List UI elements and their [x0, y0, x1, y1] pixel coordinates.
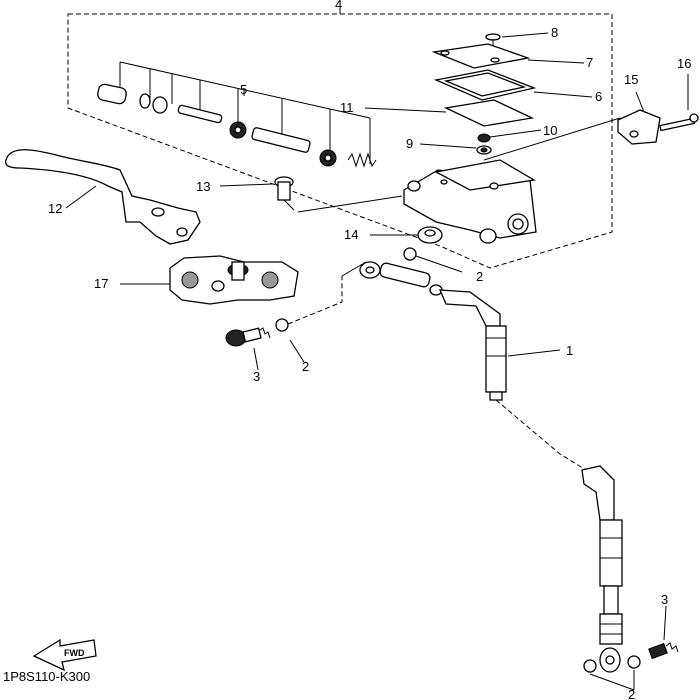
- switch-and-screw: [617, 74, 699, 145]
- clutch-lever: [4, 149, 201, 245]
- fwd-arrow: FWD: [32, 638, 97, 672]
- fwd-label: FWD: [64, 648, 85, 658]
- callout-3-lower: 3: [661, 592, 668, 607]
- callout-14: 14: [344, 227, 358, 242]
- pivot-bolt: [219, 176, 403, 213]
- callout-1: 1: [566, 343, 573, 358]
- callout-2-lower: 2: [628, 687, 635, 700]
- callout-9: 9: [406, 136, 413, 151]
- callout-8: 8: [551, 25, 558, 40]
- callout-3-left: 3: [253, 369, 260, 384]
- assembly-frame: [67, 13, 613, 269]
- callout-11: 11: [340, 100, 354, 115]
- frame-label: 4: [335, 0, 342, 12]
- left-banjo-bolt: [225, 276, 343, 371]
- callout-5: 5: [240, 82, 247, 97]
- callout-12: 12: [48, 201, 62, 216]
- reservoir-cap-parts: [364, 32, 593, 155]
- callout-2-upper: 2: [476, 269, 483, 284]
- callout-16: 16: [677, 56, 691, 71]
- piston-kit: [97, 61, 377, 168]
- collar: [370, 226, 497, 244]
- master-cylinder-body: [403, 117, 621, 239]
- callout-6: 6: [595, 89, 602, 104]
- callout-17: 17: [94, 276, 108, 291]
- callout-2-left: 2: [302, 359, 309, 374]
- lower-banjo-bolt: [583, 605, 679, 691]
- clutch-hose: [485, 325, 623, 673]
- callout-10: 10: [543, 123, 557, 138]
- drawing-code: 1P8S110-K300: [3, 669, 90, 684]
- callout-15: 15: [624, 72, 638, 87]
- upper-banjo: [341, 247, 501, 327]
- callout-13: 13: [196, 179, 210, 194]
- callout-7: 7: [586, 55, 593, 70]
- lever-bracket: [120, 255, 299, 305]
